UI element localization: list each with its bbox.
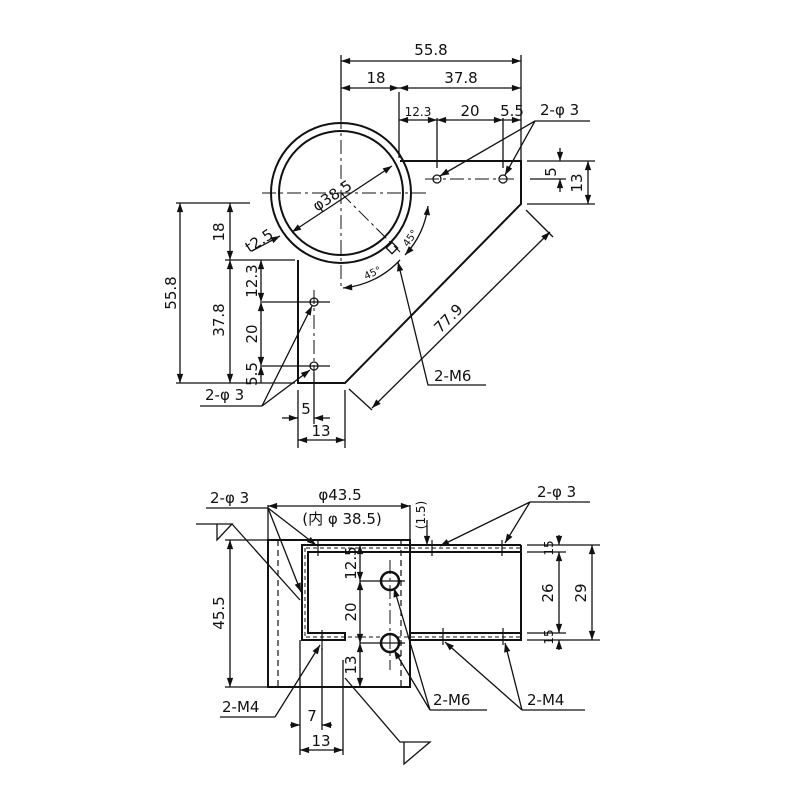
angle-label-1: 45°	[401, 228, 420, 249]
diameter-label: φ38.5	[309, 176, 355, 215]
dim-20: 20	[460, 102, 479, 120]
dim-13-bottom-front: 13	[311, 732, 330, 750]
top-view: 55.8 18 37.8 12.3 20 5.5 2-φ 3 5 13 φ38.…	[162, 41, 595, 448]
dim-5-right: 5	[542, 167, 560, 177]
dim-26: 26	[539, 583, 557, 602]
thread-label-m4-left: 2-M4	[222, 698, 259, 716]
dim-height: 45.5	[210, 596, 228, 629]
front-hole-label-right: 2-φ 3	[537, 483, 576, 501]
front-hole-label-left: 2-φ 3	[210, 489, 249, 507]
wall-thickness: (1.5)	[414, 501, 428, 529]
dim-12-3-vertical: 12.3	[243, 264, 261, 297]
dim-5-bottom: 5	[301, 400, 311, 418]
dim-13-front: 13	[342, 655, 360, 674]
dim-20-vertical: 20	[243, 324, 261, 343]
hole-icon	[309, 174, 508, 371]
thread-label-m6-front: 2-M6	[433, 691, 470, 709]
dim-13-bottom: 13	[311, 422, 330, 440]
dim-12-5: 12.5	[342, 546, 360, 579]
hole-label-top: 2-φ 3	[540, 101, 579, 119]
inner-diameter: (内 φ 38.5)	[302, 510, 382, 528]
dim-37-8: 37.8	[444, 69, 477, 87]
dim-20-front: 20	[342, 602, 360, 621]
dim-13-right: 13	[568, 173, 586, 192]
diagonal-length: 77.9	[430, 300, 466, 336]
pipe-inner	[278, 130, 404, 256]
weld-symbol-icon	[196, 523, 301, 601]
dim-7: 7	[307, 707, 317, 725]
tube-outline	[301, 544, 521, 641]
dim-5-5: 5.5	[500, 102, 524, 120]
dim-15-top: 15	[542, 540, 556, 555]
thickness-label: t2.5	[242, 225, 277, 256]
dim-37-8-vertical: 37.8	[210, 303, 228, 336]
block-outline	[267, 539, 411, 688]
dim-18: 18	[366, 69, 385, 87]
weld-symbol-icon	[344, 677, 432, 766]
outer-diameter: φ43.5	[318, 486, 361, 504]
dim-18-vertical: 18	[210, 222, 228, 241]
thread-label-m6: 2-M6	[434, 367, 471, 385]
dim-29: 29	[572, 583, 590, 602]
dim-total-height: 55.8	[162, 276, 180, 309]
front-view: φ43.5 (内 φ 38.5) (1.5) 2-φ 3 2-φ 3 45.5 …	[196, 483, 600, 766]
dim-12-3: 12.3	[405, 105, 432, 119]
thread-label-m4-right: 2-M4	[527, 691, 564, 709]
dim-15-bottom: 15	[542, 629, 556, 644]
dim-total-width: 55.8	[414, 41, 447, 59]
hole-label-left: 2-φ 3	[205, 386, 244, 404]
dim-5-5-vertical: 5.5	[243, 362, 261, 386]
